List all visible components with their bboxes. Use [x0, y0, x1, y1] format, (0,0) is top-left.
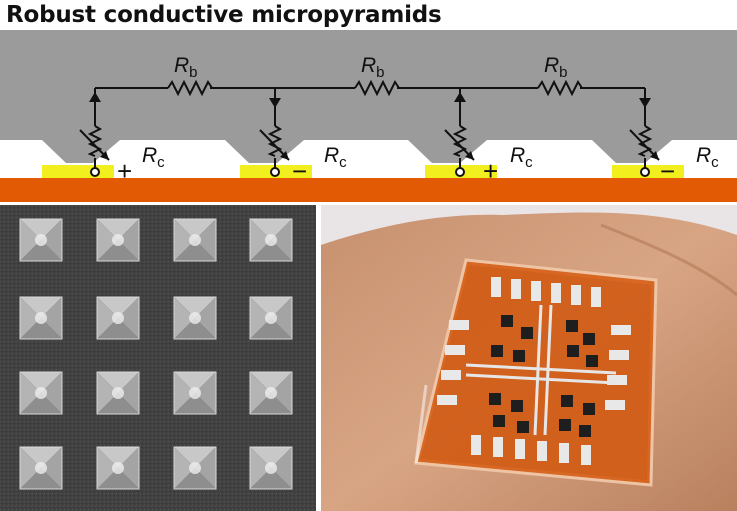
rb-label-1: Rb: [174, 54, 198, 81]
polarity-sign-1: +: [117, 156, 132, 186]
polarity-sign-3: +: [483, 156, 498, 186]
rc-label-2: Rc: [324, 144, 347, 171]
device-on-hand-photo: [321, 205, 737, 511]
rc-label-1: Rc: [142, 144, 165, 171]
figure-title: Robust conductive micropyramids: [6, 2, 442, 28]
polymer-layer: [0, 30, 737, 163]
resistor-rb-1: [167, 79, 213, 97]
resistor-rc-2: [267, 125, 283, 157]
resistor-rb-2: [354, 79, 400, 97]
resistor-rc-3: [452, 125, 468, 157]
resistor-rc-1: [87, 125, 103, 157]
rb-label-2: Rb: [361, 54, 385, 81]
electrode-pad-1: [42, 165, 114, 178]
resistor-rc-4: [637, 125, 653, 157]
circuit-diagram: Rb Rb Rb Rc Rc Rc Rc + − + −: [0, 30, 737, 202]
polarity-sign-2: −: [292, 156, 307, 186]
contact-node-3: [455, 167, 465, 177]
rc-label-3: Rc: [510, 144, 533, 171]
rb-label-3: Rb: [544, 54, 568, 81]
rc-label-4: Rc: [696, 144, 719, 171]
sem-micropyramid-image: [0, 205, 316, 511]
substrate-layer: [0, 178, 737, 202]
polarity-sign-4: −: [660, 156, 675, 186]
resistor-rb-3: [537, 79, 583, 97]
contact-node-2: [270, 167, 280, 177]
contact-node-1: [90, 167, 100, 177]
contact-node-4: [640, 167, 650, 177]
